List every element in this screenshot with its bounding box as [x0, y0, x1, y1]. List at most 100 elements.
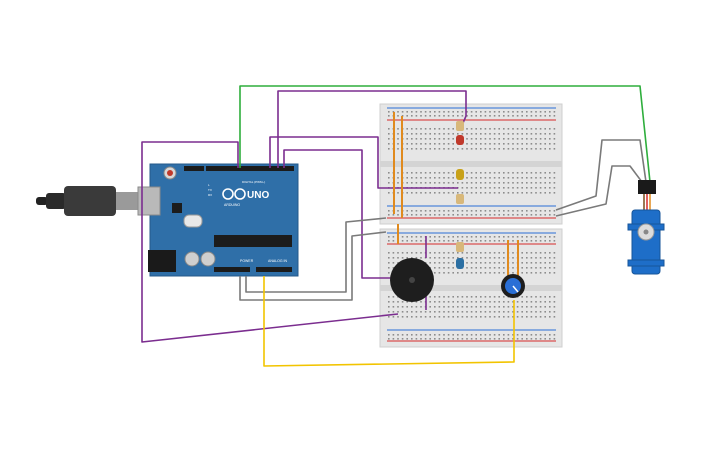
- usb-cable[interactable]: [36, 186, 140, 216]
- breadboard-hole: [397, 182, 399, 184]
- breadboard-hole: [457, 115, 459, 117]
- wire-gray-5v-rail[interactable]: [245, 217, 387, 293]
- breadboard-hole: [434, 111, 436, 113]
- breadboard-hole: [438, 111, 441, 113]
- breadboard-hole: [466, 236, 468, 238]
- breadboard-hole: [438, 128, 441, 130]
- breadboard-hole: [392, 301, 395, 303]
- breadboard-hole: [447, 252, 450, 254]
- wire-gray-gnd-rail[interactable]: [239, 231, 387, 301]
- breadboard-hole: [411, 115, 413, 117]
- breadboard-hole: [447, 210, 450, 212]
- breadboard-hole: [544, 252, 546, 254]
- breadboard-hole: [526, 192, 528, 194]
- breadboard-hole: [443, 236, 445, 238]
- breadboard-hole: [475, 272, 477, 274]
- breadboard-hole: [526, 148, 528, 150]
- breadboard-hole: [415, 252, 418, 254]
- breadboard-hole: [526, 267, 528, 269]
- resistor-top[interactable]: [456, 121, 464, 131]
- breadboard-hole: [475, 236, 477, 238]
- led-yellow[interactable]: [456, 169, 464, 180]
- breadboard-hole: [539, 115, 542, 117]
- breadboard-hole: [406, 192, 408, 194]
- breadboard-hole: [466, 240, 468, 242]
- breadboard-hole: [526, 236, 528, 238]
- breadboard-hole: [498, 133, 500, 135]
- breadboard-hole: [406, 240, 408, 242]
- breadboard-hole: [470, 133, 473, 135]
- breadboard-hole: [438, 316, 441, 318]
- breadboard-hole: [549, 210, 551, 212]
- piezo-buzzer[interactable]: [390, 258, 434, 302]
- breadboard-hole: [530, 301, 533, 303]
- breadboard-hole: [434, 240, 436, 242]
- breadboard-top[interactable]: [379, 103, 563, 225]
- breadboard-hole: [503, 334, 505, 336]
- wire-purple-gnd[interactable]: [141, 141, 399, 343]
- breadboard-hole: [498, 306, 500, 308]
- breadboard-hole: [466, 192, 468, 194]
- wire-purple-buzzer[interactable]: [283, 149, 398, 279]
- breadboard-hole: [415, 240, 418, 242]
- breadboard-hole: [493, 338, 496, 340]
- breadboard-hole: [406, 138, 408, 140]
- breadboard-hole: [539, 182, 542, 184]
- reset-button-cap: [167, 170, 173, 176]
- resistor-body: [456, 121, 464, 131]
- resistor-bottom[interactable]: [456, 242, 464, 252]
- wire-purple-led-yellow[interactable]: [269, 136, 458, 189]
- breadboard-hole: [406, 214, 408, 216]
- breadboard-hole: [539, 272, 542, 274]
- breadboard-hole: [406, 306, 408, 308]
- breadboard-hole: [406, 334, 408, 336]
- potentiometer[interactable]: [501, 274, 525, 298]
- breadboard-hole: [466, 182, 468, 184]
- breadboard-hole: [512, 236, 514, 238]
- breadboard-hole: [503, 187, 505, 189]
- arduino-uno-board[interactable]: UNO ARDUINO DIGITAL (PWM~) POWER ANALOG …: [137, 163, 299, 277]
- breadboard-hole: [438, 192, 441, 194]
- breadboard-hole: [434, 236, 436, 238]
- breadboard-hole: [457, 296, 459, 298]
- micro-servo[interactable]: [627, 180, 665, 275]
- breadboard-hole: [535, 316, 537, 318]
- breadboard-hole: [401, 257, 404, 259]
- breadboard-hole: [484, 138, 487, 140]
- wire-purple-led-red[interactable]: [277, 90, 467, 168]
- breadboard-hole: [429, 143, 431, 145]
- breadboard-hole: [553, 111, 556, 113]
- resistor-mid[interactable]: [456, 194, 464, 204]
- breadboard-hole: [503, 128, 505, 130]
- breadboard-hole: [466, 172, 468, 174]
- breadboard-hole: [553, 306, 556, 308]
- tx-label: TX: [208, 188, 212, 192]
- breadboard-hole: [498, 148, 500, 150]
- breadboard-hole: [480, 334, 482, 336]
- wire-gray-servo-power[interactable]: [555, 139, 647, 211]
- breadboard-hole: [411, 334, 413, 336]
- breadboard-hole: [420, 252, 422, 254]
- breadboard-hole: [434, 296, 436, 298]
- breadboard-hole: [388, 252, 390, 254]
- breadboard-hole: [470, 172, 473, 174]
- breadboard-hole: [388, 240, 390, 242]
- breadboard-hole: [401, 316, 404, 318]
- breadboard-hole: [484, 338, 487, 340]
- led-blue[interactable]: [456, 258, 464, 269]
- led-red[interactable]: [456, 135, 464, 145]
- breadboard-hole: [484, 111, 487, 113]
- breadboard-hole: [461, 272, 464, 274]
- breadboard-hole: [429, 128, 431, 130]
- breadboard-hole: [447, 128, 450, 130]
- breadboard-hole: [388, 296, 390, 298]
- wire-gray-servo-gnd[interactable]: [555, 165, 643, 217]
- breadboard-hole: [406, 115, 408, 117]
- breadboard-hole: [443, 262, 445, 264]
- wire-yellow-pot[interactable]: [263, 276, 515, 367]
- wire-green-servo-signal[interactable]: [239, 85, 651, 183]
- breadboard-hole: [489, 115, 491, 117]
- breadboard-hole: [512, 138, 514, 140]
- breadboard-hole: [521, 334, 523, 336]
